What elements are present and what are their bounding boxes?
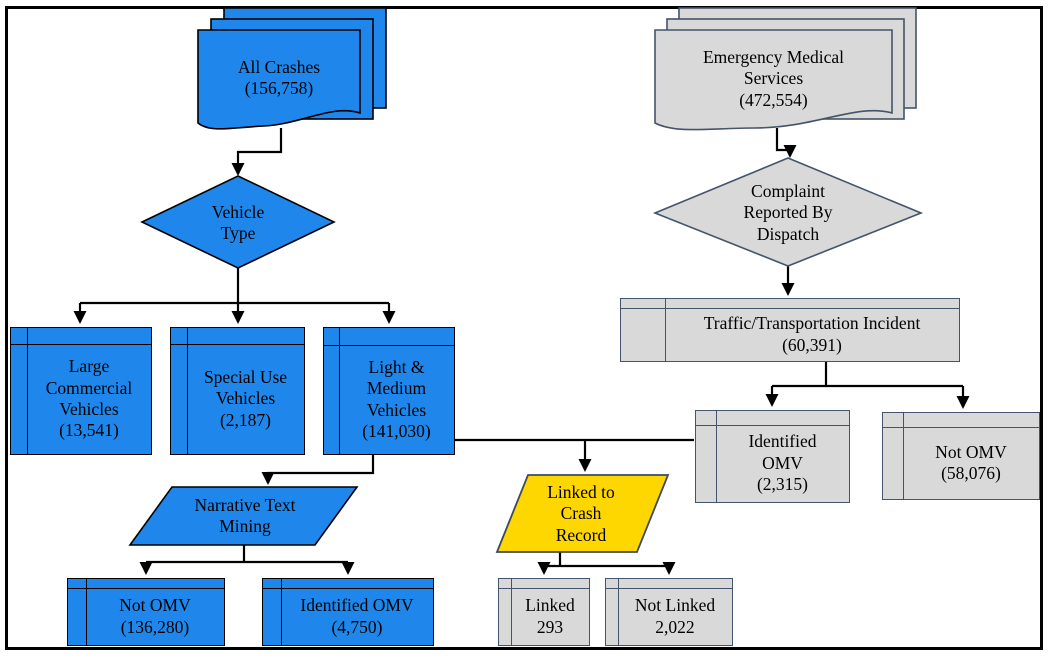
- node-large-commercial-vehicles: Large Commercial Vehicles (13,541): [10, 327, 152, 455]
- linked-to-crash-record-label: Linked to Crash Record: [547, 481, 615, 545]
- all-crashes-multidocument: [197, 7, 387, 130]
- node-identified-omv-ems: Identified OMV (2,315): [695, 410, 850, 503]
- vehicle-type-label: Vehicle Type: [211, 201, 265, 243]
- connector-light-medium-to-narrative-text-mining: [261, 455, 375, 485]
- ems-multidocument: [654, 7, 917, 131]
- complaint-reported-by-dispatch-label: Complaint Reported By Dispatch: [743, 180, 833, 244]
- all-crashes-label: All Crashes (156,758): [237, 56, 321, 98]
- narrative-text-mining-label: Narrative Text Mining: [194, 494, 296, 536]
- node-not-omv-ems: Not OMV (58,076): [882, 412, 1040, 500]
- node-special-use-vehicles: Special Use Vehicles (2,187): [170, 327, 305, 455]
- node-not-omv-crash: Not OMV (136,280): [67, 578, 225, 646]
- linked-to-crash-record-parallelogram: [495, 474, 670, 553]
- node-traffic-transportation-incident: Traffic/Transportation Incident (60,391): [620, 298, 960, 362]
- connector-all-crashes-to-vehicle-type: [231, 128, 283, 176]
- node-light-medium-vehicles: Light & Medium Vehicles (141,030): [323, 327, 455, 455]
- complaint-dispatch-diamond: [652, 157, 924, 267]
- vehicle-type-diamond: [140, 175, 336, 269]
- emergency-medical-services-label: Emergency Medical Services (472,554): [702, 46, 845, 110]
- node-not-linked: Not Linked 2,022: [605, 578, 733, 646]
- narrative-text-mining-parallelogram: [128, 486, 359, 546]
- diagram-border: [5, 6, 1043, 650]
- connector-ems-to-complaint-dispatch: [775, 128, 797, 158]
- node-linked: Linked 293: [498, 578, 590, 646]
- node-identified-omv-crash: Identified OMV (4,750): [262, 578, 434, 646]
